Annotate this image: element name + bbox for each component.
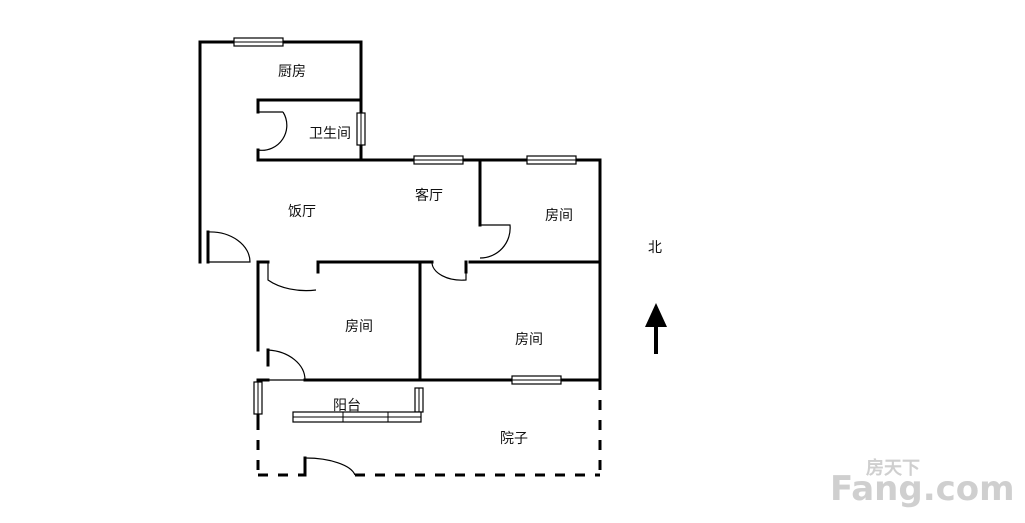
label-living: 客厅 [415,187,443,204]
watermark-logo: 房天下 Fang.com [830,457,1015,509]
label-room-ne: 房间 [545,208,573,224]
door-room-se [431,261,467,281]
door-bathroom [257,111,288,151]
north-arrow-icon [645,303,667,354]
yard-boundary [256,380,602,477]
window-living [413,155,464,165]
watermark-brand: Fang.com [830,469,1015,509]
window-room-se [511,375,562,385]
room-labels: 厨房 卫生间 饭厅 客厅 房间 房间 房间 阳台 院子 [278,64,573,447]
doors [207,111,511,476]
watermark-chinese: 房天下 [866,457,920,479]
windows [233,37,577,423]
door-room-sw [267,262,317,292]
label-yard: 院子 [500,431,528,447]
compass: 北 [645,240,667,354]
window-kitchen [233,37,284,47]
label-balcony: 阳台 [333,398,361,414]
window-balcony-right [414,387,424,413]
window-room-ne [526,155,577,165]
window-balcony-left [253,381,263,415]
label-room-se: 房间 [515,332,543,348]
window-bathroom [356,112,366,146]
label-dining: 饭厅 [288,204,316,220]
door-yard [304,457,356,476]
north-label: 北 [648,240,662,256]
label-room-sw: 房间 [345,319,373,335]
label-bathroom: 卫生间 [309,126,351,142]
window-balcony-bottom [292,411,422,423]
door-balcony [267,349,306,381]
walls [198,40,602,422]
door-entry [207,231,251,263]
label-kitchen: 厨房 [278,64,306,80]
door-room-ne [479,224,511,259]
